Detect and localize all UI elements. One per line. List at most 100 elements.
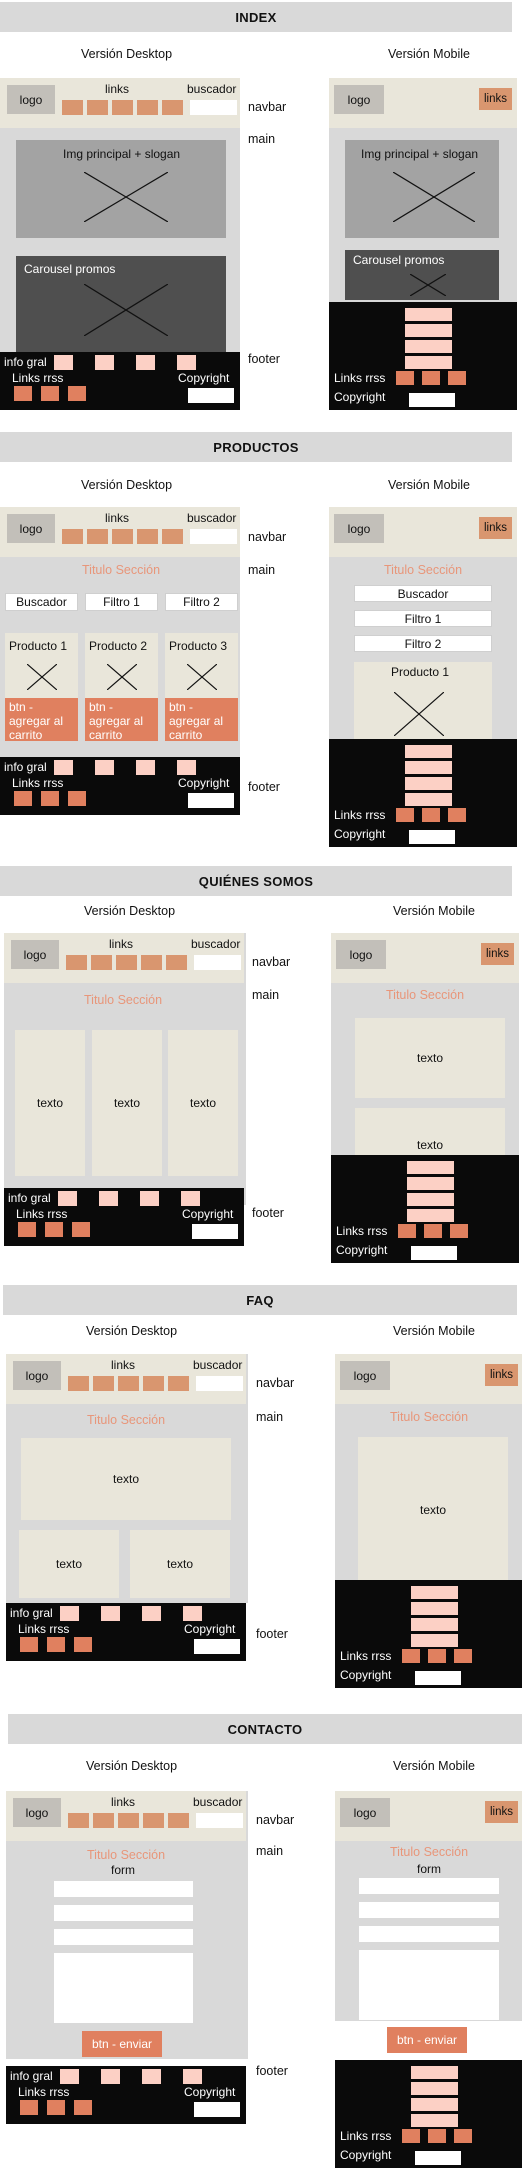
mobile-links-button[interactable]: links (479, 88, 512, 110)
footer-menu-item[interactable] (411, 1634, 458, 1647)
contacto-form-textarea[interactable] (54, 1953, 193, 2023)
desktop-nav-link[interactable] (68, 1376, 89, 1391)
footer-menu-item[interactable] (407, 1209, 454, 1222)
desktop-nav-link[interactable] (137, 100, 158, 115)
mobile-logo[interactable]: logo (340, 1798, 390, 1827)
footer-social-icon[interactable] (402, 2129, 420, 2143)
add-to-cart-button[interactable]: btn - agregar al carrito (85, 698, 158, 742)
productos-search-box[interactable]: Buscador (5, 593, 78, 611)
desktop-nav-link[interactable] (62, 100, 83, 115)
desktop-logo[interactable]: logo (13, 1798, 61, 1827)
desktop-nav-link[interactable] (137, 529, 158, 544)
desktop-logo[interactable]: logo (7, 85, 55, 114)
desktop-nav-link[interactable] (66, 955, 87, 970)
footer-social-icon[interactable] (450, 1224, 468, 1238)
mobile-logo[interactable]: logo (336, 940, 386, 969)
mobile-links-button[interactable]: links (479, 517, 512, 539)
desktop-nav-link[interactable] (93, 1376, 114, 1391)
contacto-mobile-form-field-1[interactable] (359, 1878, 499, 1894)
productos-filter-1[interactable]: Filtro 1 (85, 593, 158, 611)
desktop-nav-link[interactable] (118, 1813, 139, 1828)
desktop-nav-link[interactable] (141, 955, 162, 970)
footer-menu-item[interactable] (405, 777, 452, 790)
desktop-nav-link[interactable] (91, 955, 112, 970)
footer-menu-item[interactable] (411, 2098, 458, 2111)
desktop-logo[interactable]: logo (11, 940, 59, 969)
mobile-logo[interactable]: logo (334, 514, 384, 543)
footer-menu-item[interactable] (411, 1586, 458, 1599)
mobile-links-button[interactable]: links (485, 1801, 518, 1823)
footer-social-icon[interactable] (428, 2129, 446, 2143)
add-to-cart-button[interactable]: btn - agregar al carrito (5, 698, 78, 742)
contacto-form-field-3[interactable] (54, 1929, 193, 1945)
productos-filter-2[interactable]: Filtro 2 (165, 593, 238, 611)
desktop-nav-link[interactable] (162, 529, 183, 544)
desktop-search-input[interactable] (196, 1813, 243, 1828)
footer-social-icon[interactable] (68, 386, 86, 401)
desktop-nav-link[interactable] (68, 1813, 89, 1828)
contacto-send-button[interactable]: btn - enviar (82, 2031, 162, 2057)
add-to-cart-button[interactable]: btn - agregar al carrito (165, 698, 238, 742)
desktop-search-input[interactable] (196, 1376, 243, 1391)
footer-social-icon[interactable] (448, 808, 466, 822)
footer-menu-item[interactable] (405, 356, 452, 369)
desktop-nav-link[interactable] (143, 1376, 164, 1391)
footer-menu-item[interactable] (411, 1602, 458, 1615)
desktop-nav-link[interactable] (168, 1376, 189, 1391)
contacto-mobile-form-field-3[interactable] (359, 1926, 499, 1942)
footer-menu-item[interactable] (405, 761, 452, 774)
contacto-mobile-form-textarea[interactable] (359, 1950, 499, 2020)
footer-social-icon[interactable] (398, 1224, 416, 1238)
desktop-nav-link[interactable] (93, 1813, 114, 1828)
desktop-nav-link[interactable] (166, 955, 187, 970)
footer-social-icon[interactable] (41, 791, 59, 806)
footer-menu-item[interactable] (411, 2114, 458, 2127)
contacto-mobile-form-field-2[interactable] (359, 1902, 499, 1918)
footer-social-icon[interactable] (41, 386, 59, 401)
desktop-nav-link[interactable] (118, 1376, 139, 1391)
footer-social-icon[interactable] (72, 1222, 90, 1237)
footer-social-icon[interactable] (45, 1222, 63, 1237)
footer-social-icon[interactable] (422, 371, 440, 385)
mobile-links-button[interactable]: links (481, 943, 514, 965)
desktop-logo[interactable]: logo (13, 1361, 61, 1390)
desktop-search-input[interactable] (190, 100, 237, 115)
footer-menu-item[interactable] (411, 2066, 458, 2079)
mobile-logo[interactable]: logo (340, 1361, 390, 1390)
desktop-nav-link[interactable] (87, 100, 108, 115)
contacto-form-field-2[interactable] (54, 1905, 193, 1921)
desktop-logo[interactable]: logo (7, 514, 55, 543)
footer-social-icon[interactable] (74, 1637, 92, 1652)
desktop-nav-link[interactable] (112, 100, 133, 115)
footer-menu-item[interactable] (405, 324, 452, 337)
footer-menu-item[interactable] (407, 1177, 454, 1190)
desktop-nav-link[interactable] (143, 1813, 164, 1828)
footer-menu-item[interactable] (407, 1161, 454, 1174)
footer-social-icon[interactable] (74, 2100, 92, 2115)
footer-social-icon[interactable] (424, 1224, 442, 1238)
productos-mobile-filter-2[interactable]: Filtro 2 (354, 635, 492, 652)
footer-social-icon[interactable] (448, 371, 466, 385)
desktop-nav-link[interactable] (162, 100, 183, 115)
footer-social-icon[interactable] (47, 1637, 65, 1652)
desktop-search-input[interactable] (190, 529, 237, 544)
footer-social-icon[interactable] (396, 808, 414, 822)
mobile-logo[interactable]: logo (334, 85, 384, 114)
desktop-search-input[interactable] (194, 955, 241, 970)
footer-social-icon[interactable] (422, 808, 440, 822)
productos-mobile-filter-1[interactable]: Filtro 1 (354, 610, 492, 627)
footer-social-icon[interactable] (20, 2100, 38, 2115)
productos-mobile-search-box[interactable]: Buscador (354, 585, 492, 602)
contacto-mobile-send-button[interactable]: btn - enviar (387, 2027, 467, 2053)
desktop-nav-link[interactable] (62, 529, 83, 544)
footer-menu-item[interactable] (405, 340, 452, 353)
footer-social-icon[interactable] (14, 791, 32, 806)
footer-social-icon[interactable] (68, 791, 86, 806)
footer-social-icon[interactable] (14, 386, 32, 401)
footer-social-icon[interactable] (18, 1222, 36, 1237)
mobile-links-button[interactable]: links (485, 1364, 518, 1386)
footer-menu-item[interactable] (411, 2082, 458, 2095)
footer-menu-item[interactable] (411, 1618, 458, 1631)
footer-social-icon[interactable] (396, 371, 414, 385)
contacto-form-field-1[interactable] (54, 1881, 193, 1897)
